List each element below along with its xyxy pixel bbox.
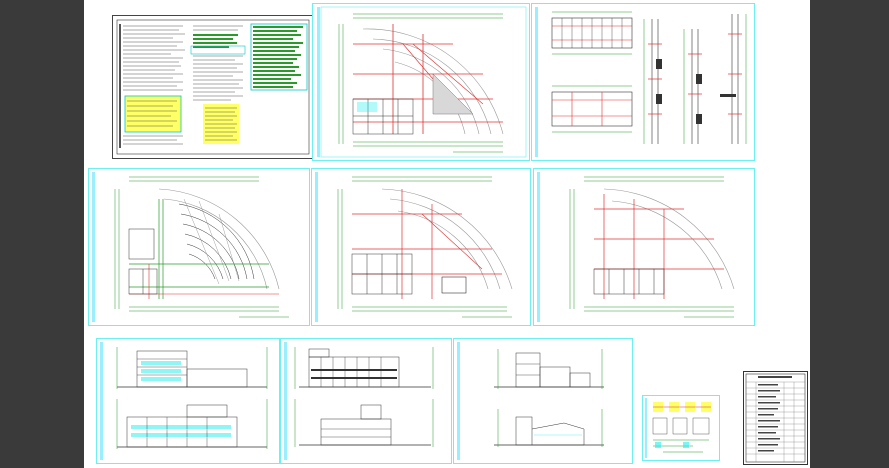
title-block-table [745, 373, 806, 463]
drawing-canvas[interactable] [84, 0, 810, 468]
sheet-floor-plan-top[interactable] [312, 3, 530, 161]
sections-bottom-drawing [457, 342, 604, 460]
sheet-general-notes[interactable] [112, 15, 314, 159]
details-small-drawing [645, 398, 711, 458]
seating-plan-drawing [92, 172, 289, 322]
sheet-floor-plan-seating[interactable] [88, 168, 310, 326]
sheet-sections-bottom[interactable] [453, 338, 633, 464]
sheet-sections-top-right[interactable] [531, 3, 755, 161]
sheet-elevations-center[interactable] [280, 338, 452, 464]
sections-drawing [535, 7, 747, 157]
general-notes-drawing [116, 19, 310, 155]
sheet-elevations-left[interactable] [96, 338, 280, 464]
floor-plan-middle-drawing [315, 172, 513, 322]
title-block-index[interactable] [743, 371, 808, 465]
floor-plan-drawing [317, 6, 527, 158]
sheet-floor-plan-middle[interactable] [311, 168, 531, 326]
elevations-left-drawing [100, 342, 268, 460]
elevations-center-drawing [284, 342, 434, 460]
sheet-details-small[interactable] [642, 395, 720, 461]
sheet-floor-plan-right[interactable] [533, 168, 755, 326]
floor-plan-right-drawing [537, 172, 735, 322]
